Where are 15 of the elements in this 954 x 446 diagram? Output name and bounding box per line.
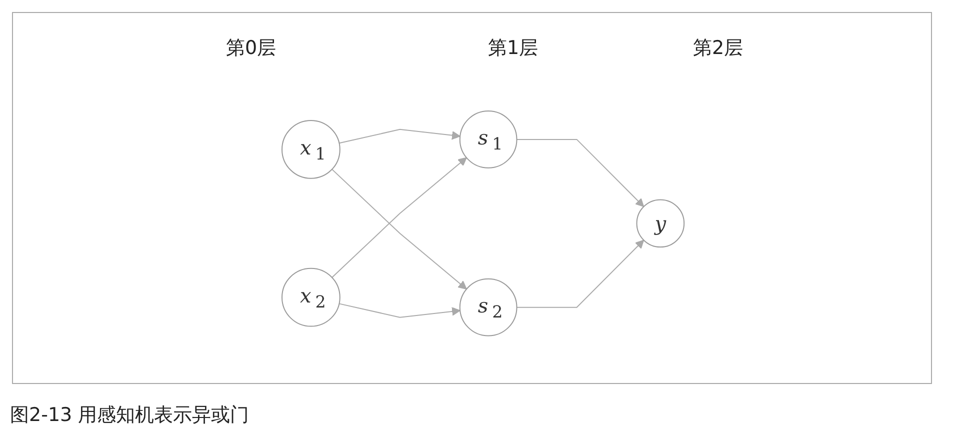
layer-label: 第2层 bbox=[692, 36, 744, 61]
node-circle: s$_{2}$ bbox=[459, 278, 518, 336]
arrow bbox=[338, 128, 460, 144]
layer-label: 第1层 bbox=[488, 36, 538, 61]
arrow bbox=[516, 239, 644, 308]
layer-label: 第0层 bbox=[226, 36, 276, 61]
arrow bbox=[331, 168, 467, 290]
arrow bbox=[516, 138, 644, 207]
figure-caption: 图2-13 用感知机表示异或门 bbox=[10, 403, 250, 428]
arrow bbox=[331, 156, 467, 278]
arrow bbox=[338, 302, 460, 318]
node-circle: x$_{1}$ bbox=[281, 120, 340, 178]
node-circle: s$_{1}$ bbox=[459, 110, 518, 168]
node-circle: x$_{2}$ bbox=[281, 268, 340, 326]
node-circle: y bbox=[636, 198, 685, 248]
